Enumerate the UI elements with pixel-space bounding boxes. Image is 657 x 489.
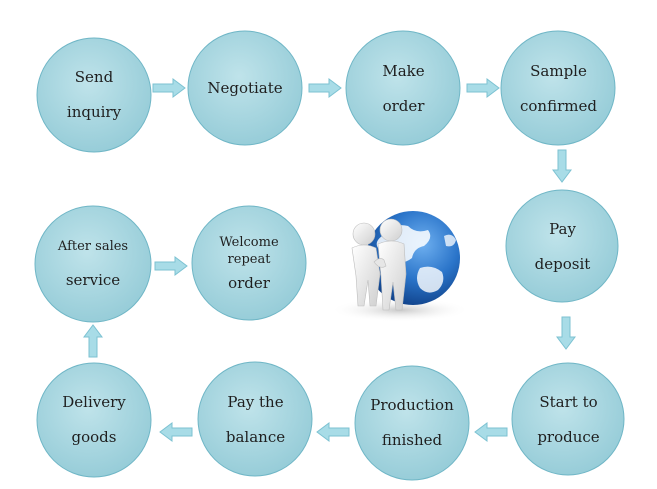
step-send-inquiry: Send inquiry (37, 38, 151, 152)
step-sample-confirmed-line-1: Sample (530, 61, 587, 80)
step-welcome-repeat-order-line-2: repeat (227, 251, 271, 267)
circle-delivery-goods (36, 362, 152, 478)
step-make-order-line-2: order (382, 96, 425, 115)
step-delivery-goods: Delivery goods (37, 363, 151, 477)
circle-send-inquiry (36, 37, 152, 153)
step-welcome-repeat-order: Welcome repeat order (192, 206, 306, 320)
circle-production-finished (354, 365, 470, 481)
step-after-sales-service: After sales service (35, 206, 151, 322)
step-pay-the-balance: Pay the balance (199, 363, 312, 476)
arrow-4-to-5 (552, 149, 572, 183)
arrow-7-to-8 (316, 422, 350, 442)
arrow-5-to-6 (556, 316, 576, 350)
step-negotiate: Negotiate (188, 31, 302, 145)
arrow-2-to-3 (308, 78, 342, 98)
step-pay-deposit-line-2: deposit (534, 254, 591, 273)
step-start-to-produce-line-1: Start to (539, 392, 598, 411)
step-start-to-produce-line-2: produce (537, 427, 600, 446)
step-circles (34, 30, 625, 481)
arrow-9-to-10 (83, 324, 103, 358)
step-production-finished-line-1: Production (370, 396, 454, 414)
circle-pay-the-balance (197, 361, 313, 477)
step-welcome-repeat-order-line-1: Welcome (219, 234, 279, 250)
step-send-inquiry-line-2: inquiry (66, 103, 122, 121)
step-start-to-produce: Start to produce (512, 363, 625, 476)
step-make-order-line-1: Make (382, 61, 425, 80)
step-make-order: Make order (346, 31, 461, 146)
arrow-8-to-9 (159, 422, 193, 442)
circle-pay-deposit (505, 189, 619, 303)
step-negotiate-line-1: Negotiate (207, 78, 283, 97)
flow-arrows (83, 78, 576, 442)
step-after-sales-service-line-1: After sales (57, 239, 129, 254)
circle-negotiate (187, 30, 303, 146)
step-pay-the-balance-line-2: balance (225, 427, 286, 446)
step-production-finished: Production finished (355, 366, 469, 480)
step-pay-deposit: Pay deposit (506, 190, 619, 303)
step-welcome-repeat-order-line-3: order (228, 273, 270, 292)
arrow-10-to-11 (154, 256, 188, 276)
step-pay-the-balance-line-1: Pay the (227, 392, 284, 411)
arrow-1-to-2 (152, 78, 186, 98)
step-pay-deposit-line-1: Pay (549, 219, 576, 238)
circle-start-to-produce (511, 362, 625, 476)
step-production-finished-line-2: finished (381, 431, 443, 449)
step-sample-confirmed: Sample confirmed (501, 31, 616, 146)
step-after-sales-service-line-2: service (65, 271, 121, 289)
handshake-globe-icon (330, 211, 470, 322)
step-delivery-goods-line-1: Delivery (62, 393, 126, 411)
step-send-inquiry-line-1: Send (74, 68, 114, 86)
arrow-3-to-4 (466, 78, 500, 98)
circle-after-sales-service (34, 205, 152, 323)
circle-welcome-repeat-order (191, 205, 307, 321)
step-sample-confirmed-line-2: confirmed (520, 96, 597, 115)
circle-sample-confirmed (500, 30, 616, 146)
circle-make-order (345, 30, 461, 146)
step-delivery-goods-line-2: goods (71, 428, 117, 446)
arrow-6-to-7 (474, 422, 508, 442)
